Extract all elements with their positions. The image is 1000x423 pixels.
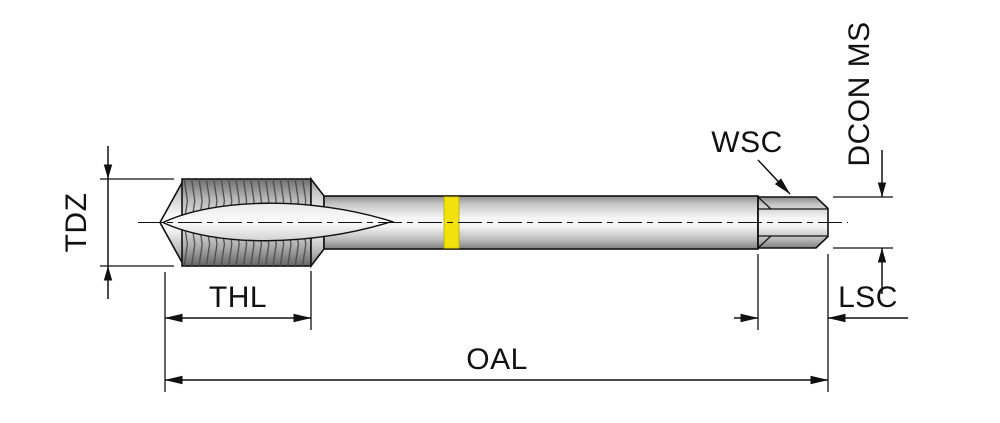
dimension-oal: OAL: [164, 254, 829, 392]
arrowhead-icon: [103, 266, 113, 281]
dimension-dcon-ms: DCON MS: [833, 21, 893, 294]
dimension-thl: THL: [164, 271, 312, 392]
dimension-tdz: TDZ: [60, 146, 174, 299]
leader-wsc: WSC: [711, 126, 791, 195]
tap-drawing: [138, 176, 848, 269]
label-lsc: LSC: [838, 281, 898, 314]
square-chamfer-bottom-left: [757, 235, 772, 249]
label-thl: THL: [209, 281, 267, 314]
leader-line: [757, 159, 791, 195]
label-oal: OAL: [466, 343, 528, 376]
label-tdz: TDZ: [60, 193, 93, 253]
arrowhead-icon: [877, 248, 887, 263]
arrowhead-icon: [877, 182, 887, 197]
square-chamfer-top-left: [757, 196, 772, 210]
arrowhead-icon: [103, 164, 113, 179]
dimension-lsc: LSC: [734, 254, 908, 330]
label-wsc: WSC: [711, 126, 783, 159]
label-dcon-ms: DCON MS: [843, 21, 876, 166]
